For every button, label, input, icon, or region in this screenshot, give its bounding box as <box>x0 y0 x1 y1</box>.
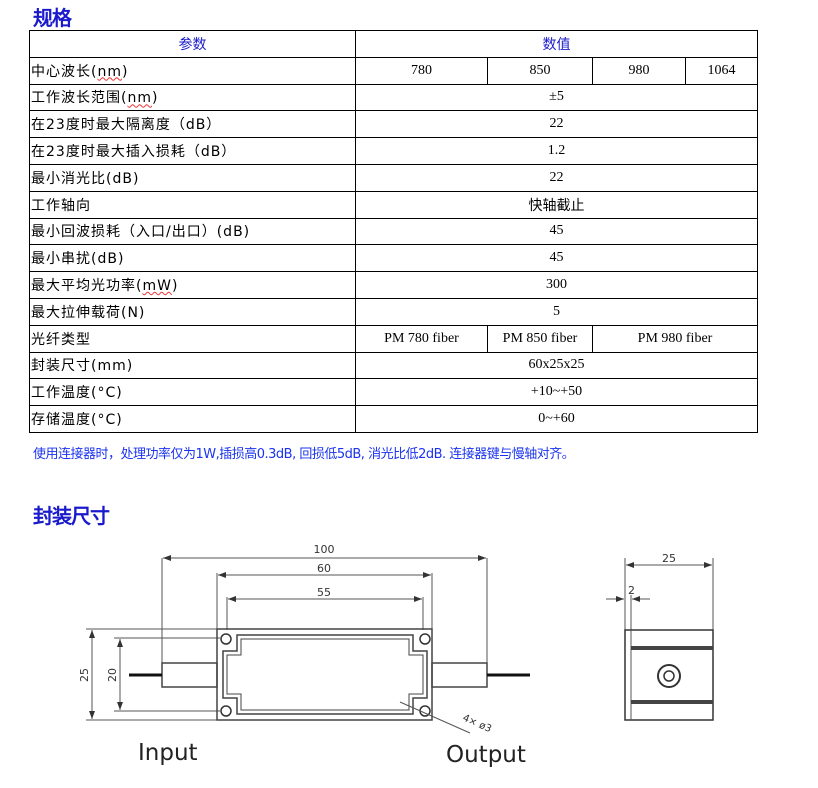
dim-100: 100 <box>314 543 335 556</box>
value-cell: +10~+50 <box>355 378 758 407</box>
param-cell: 最小回波损耗（入口/出口）(dB) <box>29 217 356 246</box>
table-header: 参数 数值 <box>29 30 758 58</box>
header-param: 参数 <box>29 30 356 58</box>
dim-20: 20 <box>106 668 119 682</box>
hole-callout: 4× ø3 <box>461 713 493 735</box>
value-cell: 1.2 <box>355 137 758 165</box>
value-cell: 980 <box>592 56 686 85</box>
input-tube <box>161 662 218 688</box>
param-cell: 在23度时最大隔离度（dB） <box>29 110 356 139</box>
side-view <box>606 558 714 721</box>
table-row: 中心波长(nm) 780 850 980 1064 <box>29 56 758 85</box>
package-heading: 封装尺寸 <box>33 504 110 528</box>
param-cell: 封装尺寸(mm) <box>29 351 356 380</box>
value-cell: 780 <box>355 56 488 85</box>
table-row: 工作轴向快轴截止 <box>29 190 758 219</box>
value-cell: 850 <box>487 56 593 85</box>
front-view <box>86 555 530 734</box>
table-row: 最小串扰(dB)45 <box>29 244 758 273</box>
table-row: 最小回波损耗（入口/出口）(dB)45 <box>29 217 758 246</box>
param-cell: 存储温度(°C) <box>29 405 356 433</box>
value-cell: 45 <box>355 244 758 273</box>
spec-heading: 规格 <box>33 6 72 30</box>
table-row: 工作温度(°C)+10~+50 <box>29 378 758 407</box>
side-dim-25: 25 <box>662 552 676 565</box>
connector-note: 使用连接器时，处理功率仅为1W,插损高0.3dB, 回损低5dB, 消光比低2d… <box>33 447 575 462</box>
table-row: 在23度时最大插入损耗（dB）1.2 <box>29 137 758 165</box>
dim-60: 60 <box>317 562 331 575</box>
mount-hole <box>419 633 431 645</box>
param-cell: 最小消光比(dB) <box>29 163 356 192</box>
param-cell: 在23度时最大插入损耗（dB） <box>29 137 356 165</box>
mount-hole <box>220 705 232 717</box>
output-label: Output <box>446 742 526 768</box>
value-cell: PM 850 fiber <box>487 324 593 353</box>
value-cell: ±5 <box>355 83 758 112</box>
input-label: Input <box>138 740 198 766</box>
table-row: 工作波长范围(nm)±5 <box>29 83 758 112</box>
table-row: 封装尺寸(mm)60x25x25 <box>29 351 758 380</box>
dim-55: 55 <box>317 586 331 599</box>
spec-table: 参数 数值 中心波长(nm) 780 850 980 1064 工作波长范围(n… <box>29 30 758 433</box>
value-cell: 1064 <box>685 56 758 85</box>
value-cell: 22 <box>355 110 758 139</box>
table-row: 在23度时最大隔离度（dB）22 <box>29 110 758 139</box>
output-tube <box>431 662 488 688</box>
param-cell: 工作温度(°C) <box>29 378 356 407</box>
dim-25: 25 <box>78 668 91 682</box>
param-cell: 中心波长(nm) <box>29 56 356 85</box>
side-dim-2: 2 <box>628 584 635 597</box>
param-cell: 最小串扰(dB) <box>29 244 356 273</box>
value-cell: 快轴截止 <box>355 190 758 219</box>
mount-hole <box>220 633 232 645</box>
value-cell: 0~+60 <box>355 405 758 433</box>
value-cell: 60x25x25 <box>355 351 758 380</box>
table-row: 光纤类型 PM 780 fiber PM 850 fiber PM 980 fi… <box>29 324 758 353</box>
table-row: 存储温度(°C)0~+60 <box>29 405 758 433</box>
